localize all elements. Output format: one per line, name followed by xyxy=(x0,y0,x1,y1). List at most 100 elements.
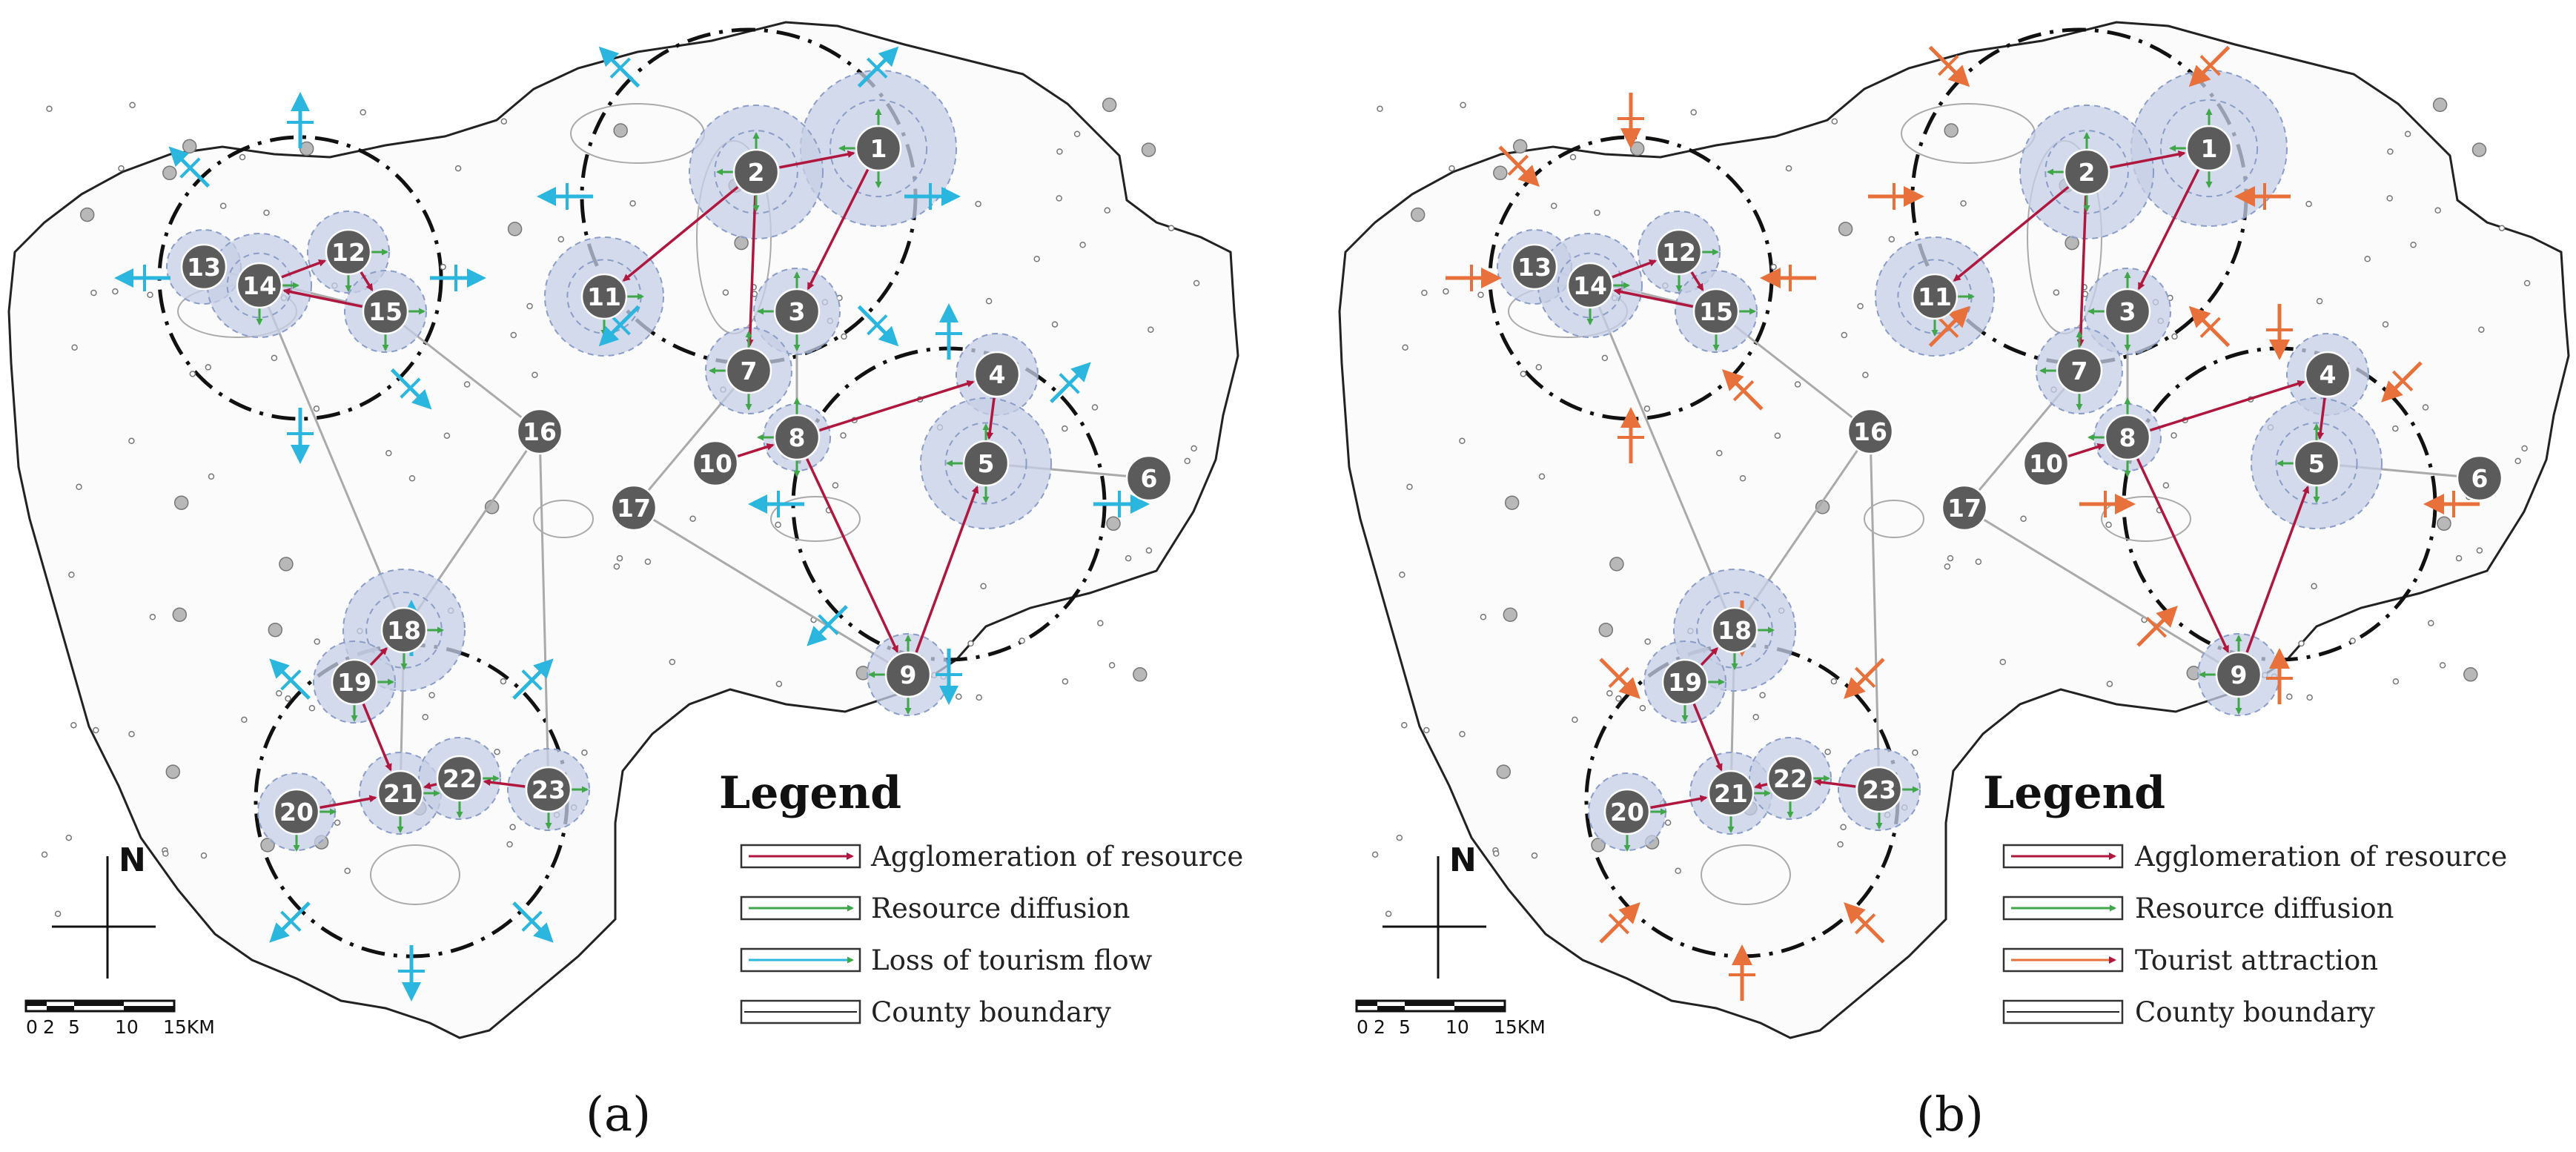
node-label: 7 xyxy=(741,357,758,385)
resource-point xyxy=(1193,279,1200,287)
node-marker xyxy=(2293,440,2340,487)
resource-point xyxy=(173,495,189,510)
node-label: 22 xyxy=(1773,764,1807,793)
resource-point xyxy=(149,614,156,620)
resource-point xyxy=(1493,165,1508,181)
node-marker xyxy=(1911,273,1959,320)
flow-arrow-tick xyxy=(1938,55,1959,76)
resource-point xyxy=(2514,457,2521,465)
resource-point xyxy=(334,819,341,826)
resource-point xyxy=(500,118,508,125)
node-11: 11 xyxy=(580,273,628,320)
legend: Legend Agglomeration of resource Resourc… xyxy=(1983,767,2507,1028)
resource-point xyxy=(208,473,215,480)
resource-point xyxy=(422,714,428,721)
node-label: 16 xyxy=(1853,417,1887,446)
area-outline xyxy=(1864,500,1924,538)
resource-point xyxy=(1888,236,1895,242)
node-marker xyxy=(1511,243,1558,291)
node-17: 17 xyxy=(610,484,658,532)
node-marker xyxy=(973,351,1021,398)
resource-point xyxy=(1056,148,1063,155)
diffusion-arrows xyxy=(1586,108,2320,852)
agglomeration-arrow xyxy=(806,458,899,654)
resource-point xyxy=(1606,689,1613,697)
flow-arrow-tick xyxy=(2145,616,2168,638)
resource-point xyxy=(1862,371,1869,379)
node-marker xyxy=(884,651,932,698)
node-label: 8 xyxy=(789,423,806,452)
resource-point xyxy=(200,852,208,859)
agglomeration-arrow xyxy=(362,703,392,772)
resource-point xyxy=(526,302,533,310)
node-label: 20 xyxy=(1610,798,1644,827)
resource-point xyxy=(2382,321,2389,328)
resource-point xyxy=(2305,200,2312,208)
scale-bar: 0 2 5 10 15KM xyxy=(24,999,215,1038)
resource-point xyxy=(629,200,636,207)
resource-point xyxy=(2476,547,2483,554)
node-11: 11 xyxy=(1911,273,1959,320)
resource-point xyxy=(976,694,982,701)
resource-point xyxy=(182,139,197,154)
node-16: 16 xyxy=(516,408,563,455)
resource-point xyxy=(616,555,623,562)
resource-point xyxy=(1830,678,1838,685)
resource-point xyxy=(1406,483,1413,491)
node-10: 10 xyxy=(692,440,739,487)
resource-point xyxy=(2387,148,2394,155)
resource-point xyxy=(2437,516,2451,532)
agglomeration-arrow xyxy=(2136,458,2230,654)
resource-point xyxy=(314,638,320,645)
node-label: 4 xyxy=(989,360,1006,389)
resource-point xyxy=(557,236,565,242)
node-label: 18 xyxy=(387,616,421,645)
resource-point xyxy=(1141,142,1156,157)
node-label: 9 xyxy=(900,661,917,689)
node-22: 22 xyxy=(436,755,483,802)
resource-point xyxy=(1477,291,1484,298)
resource-point xyxy=(2020,515,2027,522)
resource-point xyxy=(2105,521,2112,529)
agglomeration-arrow xyxy=(2076,195,2087,347)
diffusion-arrows xyxy=(256,108,990,852)
node-label: 12 xyxy=(331,238,365,267)
resource-point xyxy=(2463,667,2478,682)
legend-label: Agglomeration of resource xyxy=(870,841,1243,873)
node-marker xyxy=(610,484,658,532)
node-marker xyxy=(525,766,572,813)
resource-point xyxy=(1675,867,1681,875)
node-label: 2 xyxy=(748,158,765,187)
resource-point xyxy=(2478,326,2485,333)
scale-bar: 0 2 5 10 15KM xyxy=(1355,999,1546,1038)
resource-point xyxy=(2428,620,2434,626)
resource-point xyxy=(1520,371,1527,377)
resource-point xyxy=(980,583,987,589)
resource-point xyxy=(840,432,847,439)
node-label: 3 xyxy=(789,297,806,326)
node-label: 6 xyxy=(1141,464,1158,493)
node-5: 5 xyxy=(2293,440,2340,487)
legend-label: County boundary xyxy=(2135,996,2375,1028)
scale-tick: 10 xyxy=(1446,1016,1469,1038)
panel-label-a: (a) xyxy=(586,1088,651,1142)
resource-point xyxy=(2434,207,2441,214)
scale-tick: 15KM xyxy=(1494,1016,1546,1038)
flow-arrow-tick xyxy=(609,57,631,79)
resource-point xyxy=(128,437,135,445)
node-label: 13 xyxy=(187,253,221,282)
resource-point xyxy=(507,222,523,236)
resource-point xyxy=(2523,279,2531,287)
resource-point xyxy=(313,405,320,412)
node-label: 10 xyxy=(698,449,732,478)
agglomeration-arrow xyxy=(2149,380,2305,432)
node-label: 4 xyxy=(2320,360,2337,389)
agglomeration-arrow xyxy=(369,647,388,666)
flow-arrow-tick xyxy=(280,910,302,932)
resource-point xyxy=(1857,302,1864,310)
node-marker xyxy=(236,262,283,309)
agglomeration-arrow xyxy=(2317,397,2326,440)
node-marker xyxy=(377,769,424,817)
